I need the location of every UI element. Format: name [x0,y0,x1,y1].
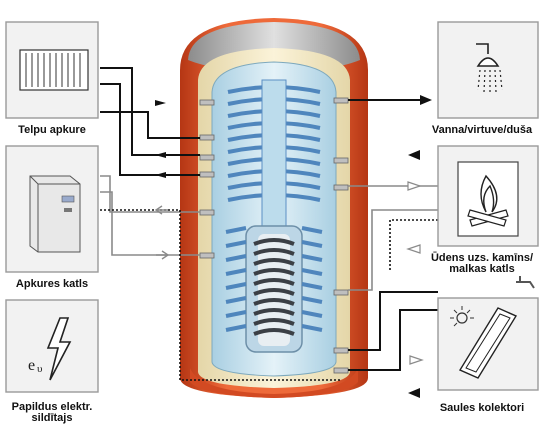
tank-connections [199,97,349,374]
boiler-label: Apkures katls [15,278,89,290]
hot-water-column [261,79,287,231]
bath-label: Vanna/virtuve/duša [431,124,533,136]
flow-arrows [154,95,432,398]
shower-icon [476,43,503,93]
fireplace-box [437,145,539,289]
bath-box [437,21,539,119]
solar-panel-icon [450,306,518,379]
inner-coil [253,238,295,336]
radiator-icon [19,49,89,91]
solar-box [437,297,539,391]
electric-lightning-icon: e υ [28,317,72,381]
boiler-box [5,145,99,273]
electric-heater-label: Papildus elektr. sildītajs [11,401,93,424]
svg-text:e: e [28,357,35,374]
solar-label: Saules kolektori [439,402,525,414]
room-heater-label: Telpu apkure [18,124,86,136]
pipes-dotted [100,209,438,381]
electric-heater-box: e υ [5,299,99,393]
faucet-icon [516,276,535,289]
fireplace-label: Ūdens uzs. kamīns/ malkas katls [430,252,534,275]
lower-heat-exchanger-coil [225,226,323,332]
boiler-icon [29,175,81,253]
fireplace-flame-icon [457,161,519,237]
room-heater-box [5,21,99,119]
svg-text:υ: υ [37,363,43,375]
